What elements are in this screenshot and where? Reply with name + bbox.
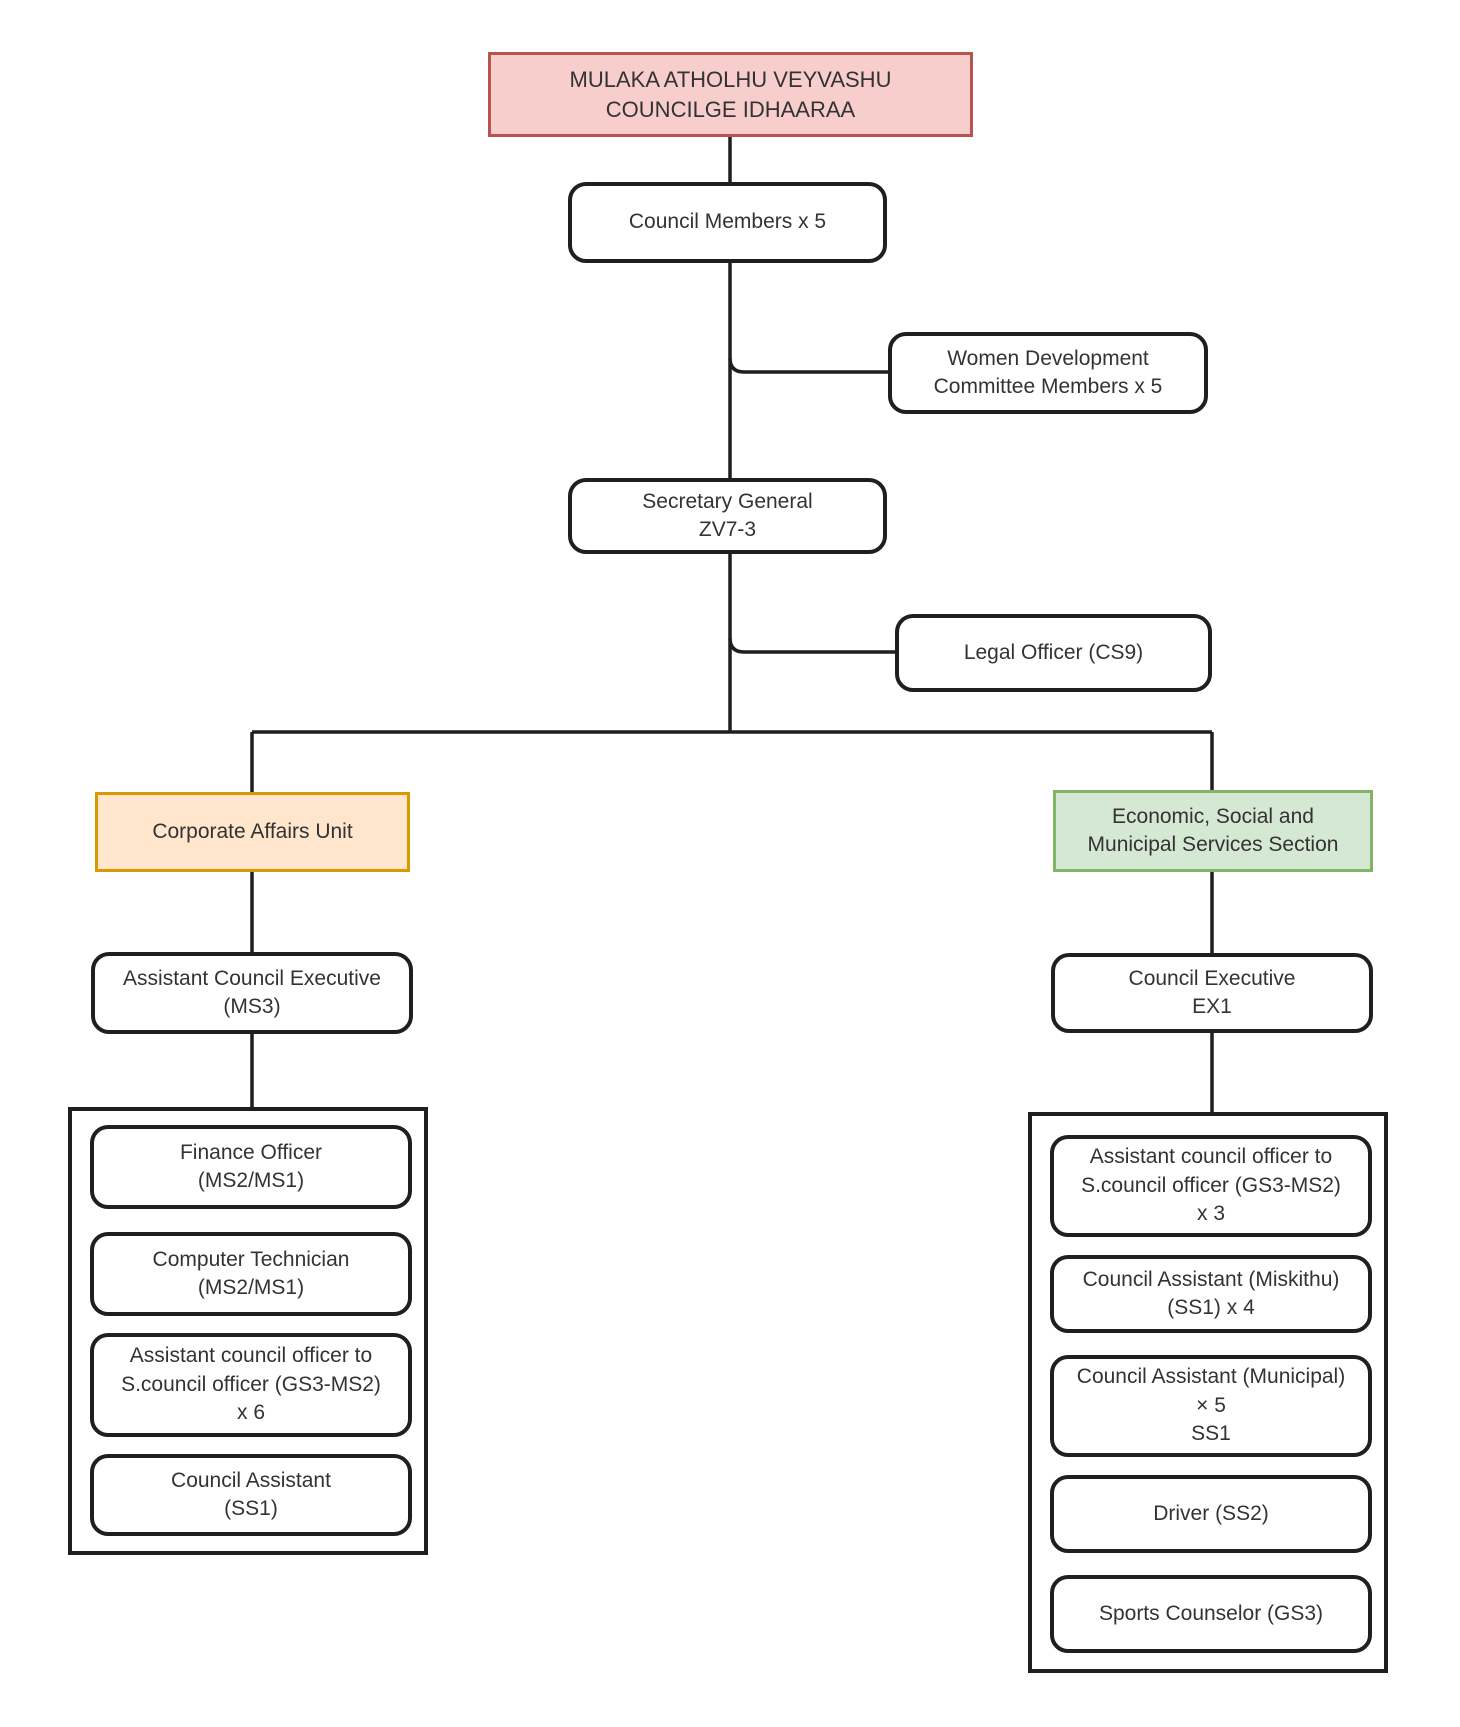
node-women-development-committee: Women Development Committee Members x 5: [888, 332, 1208, 414]
node-council-assistant-municipal: Council Assistant (Municipal) × 5 SS1: [1050, 1355, 1372, 1457]
group-economic-section-staff: Assistant council officer to S.council o…: [1028, 1112, 1388, 1673]
group-corporate-affairs-staff: Finance Officer (MS2/MS1) Computer Techn…: [68, 1107, 428, 1555]
node-council-executive: Council Executive EX1: [1051, 953, 1373, 1033]
node-finance-officer: Finance Officer (MS2/MS1): [90, 1125, 412, 1209]
node-sports-counselor: Sports Counselor (GS3): [1050, 1575, 1372, 1653]
node-root: MULAKA ATHOLHU VEYVASHU COUNCILGE IDHAAR…: [488, 52, 973, 137]
node-council-members: Council Members x 5: [568, 182, 887, 263]
node-legal-officer: Legal Officer (CS9): [895, 614, 1212, 692]
node-assistant-council-officer-x3: Assistant council officer to S.council o…: [1050, 1135, 1372, 1237]
node-secretary-general: Secretary General ZV7-3: [568, 478, 887, 554]
node-computer-technician: Computer Technician (MS2/MS1): [90, 1232, 412, 1316]
node-assistant-council-executive: Assistant Council Executive (MS3): [91, 952, 413, 1034]
node-council-assistant-miskithu: Council Assistant (Miskithu) (SS1) x 4: [1050, 1255, 1372, 1333]
node-economic-social-municipal-section: Economic, Social and Municipal Services …: [1053, 790, 1373, 872]
node-council-assistant-ss1: Council Assistant (SS1): [90, 1454, 412, 1536]
node-corporate-affairs-unit: Corporate Affairs Unit: [95, 792, 410, 872]
node-driver: Driver (SS2): [1050, 1475, 1372, 1553]
node-assistant-council-officer-x6: Assistant council officer to S.council o…: [90, 1333, 412, 1437]
